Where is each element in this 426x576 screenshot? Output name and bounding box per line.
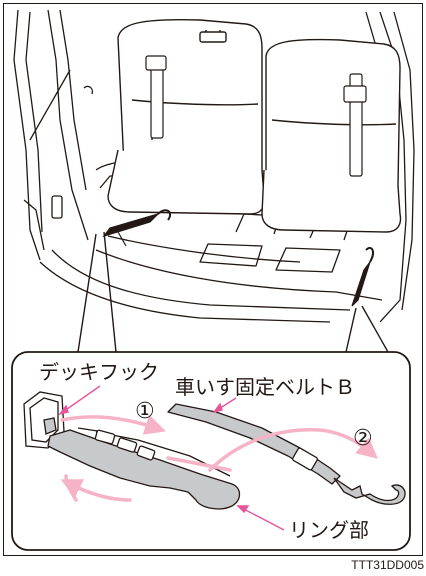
floor-belt-right — [351, 246, 374, 307]
deck-hook-label: デッキフック — [38, 360, 160, 384]
deck-hook — [23, 391, 65, 449]
belt-label: 車いす固定ベルトＢ — [174, 375, 356, 399]
callout-box — [11, 351, 411, 551]
floor-belt-left — [102, 209, 172, 247]
label-pointers — [58, 385, 285, 531]
step-1-marker: ① — [135, 399, 155, 424]
figure-code: TTT31DD005 — [351, 558, 424, 572]
belt-hook — [333, 477, 406, 505]
step-2-marker: ② — [353, 426, 373, 451]
callout-leaders — [77, 231, 389, 353]
ring-label: リング部 — [288, 518, 370, 542]
motion-arrows — [60, 414, 378, 502]
seat-straps — [145, 55, 367, 177]
